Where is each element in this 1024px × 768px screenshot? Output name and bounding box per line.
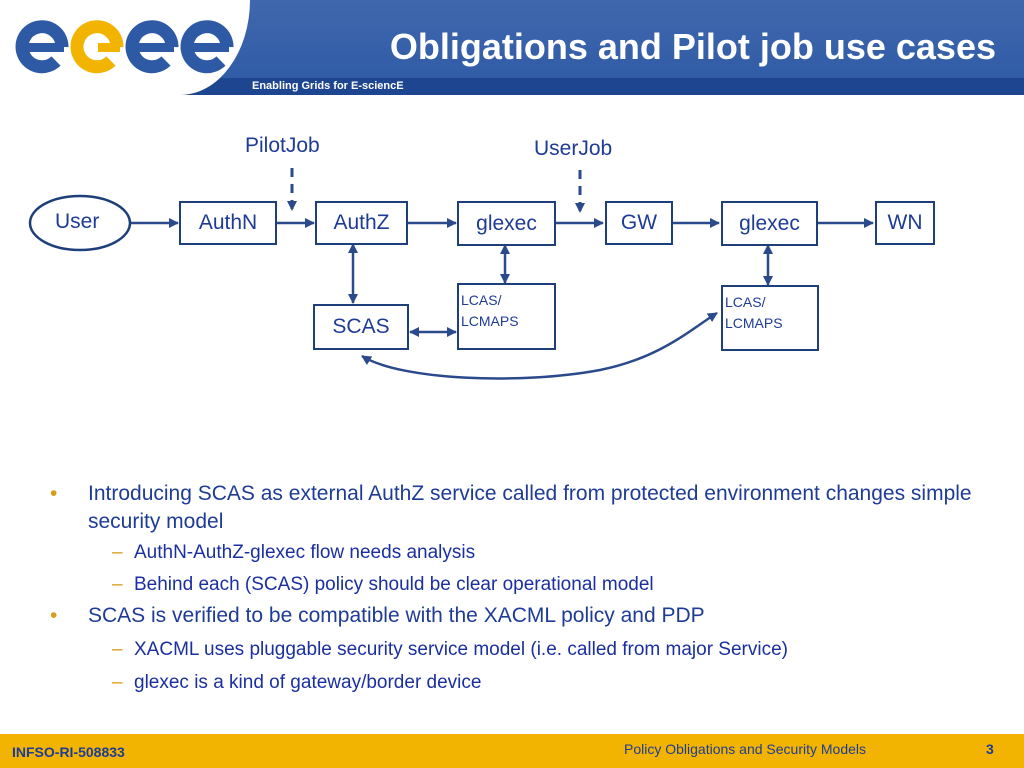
sub-bullet-marker: – — [112, 639, 123, 660]
authz-box: AuthZ — [315, 201, 408, 245]
header-tagline: Enabling Grids for E-sciencE — [252, 80, 404, 92]
slide-title: Obligations and Pilot job use cases — [389, 26, 996, 67]
scas-box: SCAS — [313, 304, 409, 350]
header-stripe — [0, 78, 1024, 95]
bullet-2-2: glexec is a kind of gateway/border devic… — [134, 672, 482, 693]
sub-bullet-marker: – — [112, 542, 123, 563]
pilotjob-label: PilotJob — [245, 134, 320, 157]
sub-bullet-marker: – — [112, 574, 123, 595]
bullet-marker: • — [50, 482, 58, 505]
user-node: User — [55, 210, 100, 233]
arrow-scas-lcas2 — [361, 311, 718, 380]
glexec-box-2: glexec — [721, 201, 818, 246]
bullet-2: SCAS is verified to be compatible with t… — [88, 604, 705, 627]
page-number: 3 — [986, 741, 994, 757]
userjob-label: UserJob — [534, 137, 613, 160]
bullet-2-1: XACML uses pluggable security service mo… — [134, 639, 788, 660]
lcas-lcmaps-box-2: LCAS/ LCMAPS — [721, 285, 819, 351]
bullet-marker: • — [50, 604, 58, 627]
lcmaps-label-1: LCMAPS — [461, 313, 519, 329]
authn-box: AuthN — [179, 201, 277, 245]
bullet-1: Introducing SCAS as external AuthZ servi… — [88, 482, 972, 533]
slide-footer: INFSO-RI-508833 Policy Obligations and S… — [0, 734, 1024, 768]
bullet-1-2: Behind each (SCAS) policy should be clea… — [134, 574, 654, 595]
lcas-label-1: LCAS/ — [461, 292, 502, 308]
wn-box: WN — [875, 201, 935, 245]
lcas-lcmaps-box-1: LCAS/ LCMAPS — [457, 283, 556, 350]
lcas-label-2: LCAS/ — [725, 294, 766, 310]
footer-project-id: INFSO-RI-508833 — [12, 744, 125, 760]
footer-presentation-title: Policy Obligations and Security Models — [624, 741, 867, 757]
egee-logo — [15, 20, 234, 74]
gw-box: GW — [605, 201, 673, 245]
bullet-1-1: AuthN-AuthZ-glexec flow needs analysis — [134, 542, 476, 563]
glexec-box-1: glexec — [457, 201, 556, 246]
user-ellipse — [28, 194, 132, 252]
flow-diagram — [28, 168, 874, 380]
slide-header: Obligations and Pilot job use cases Enab… — [0, 0, 1024, 95]
sub-bullet-marker: – — [112, 672, 123, 693]
lcmaps-label-2: LCMAPS — [725, 315, 783, 331]
